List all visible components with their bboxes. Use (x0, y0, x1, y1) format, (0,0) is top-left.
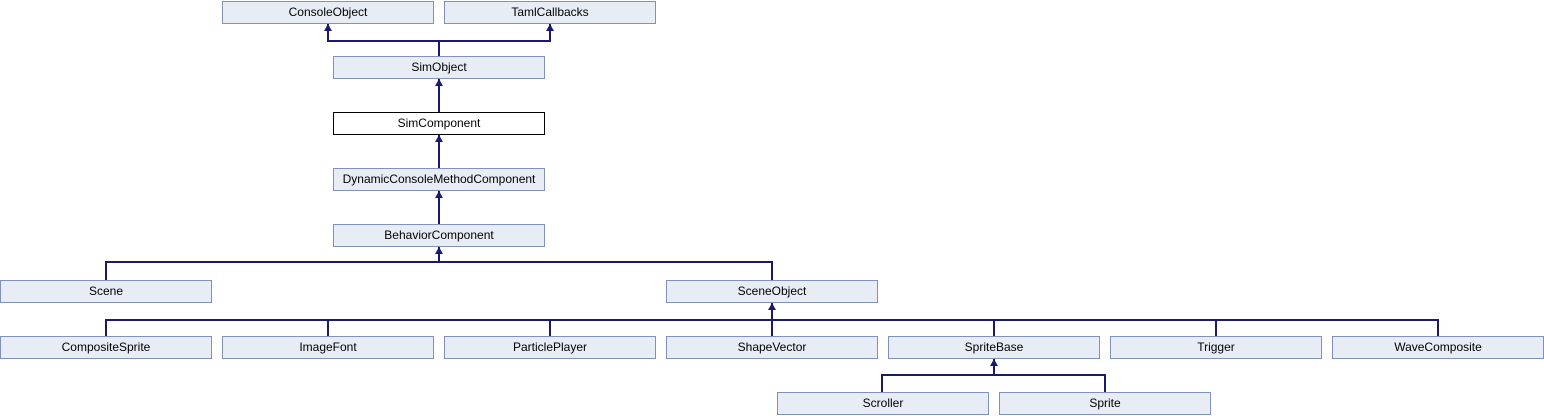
edge-trigger-riser (1215, 319, 1217, 336)
edge-sim-object-riser (438, 40, 440, 56)
node-sim-component: SimComponent (333, 112, 545, 135)
edge-sprite-base-riser (993, 319, 995, 336)
node-composite-sprite[interactable]: CompositeSprite (0, 336, 212, 359)
node-taml-callbacks[interactable]: TamlCallbacks (444, 1, 656, 24)
edge-scene-object-riser (771, 261, 773, 280)
node-sprite[interactable]: Sprite (999, 392, 1211, 415)
node-image-font[interactable]: ImageFont (222, 336, 434, 359)
edge-composite-sprite-riser (105, 319, 107, 336)
edge-sim-component-to-sim-object (438, 79, 440, 112)
edge-dcmc-to-sim-component (438, 135, 440, 168)
edge-behavior-component-stub (438, 247, 440, 263)
node-scene-object[interactable]: SceneObject (666, 280, 878, 303)
node-shape-vector[interactable]: ShapeVector (666, 336, 878, 359)
edge-wave-composite-riser (1437, 319, 1439, 336)
edge-scene-riser (105, 261, 107, 280)
node-console-object[interactable]: ConsoleObject (222, 1, 434, 24)
edge-particle-player-riser (549, 319, 551, 336)
edge-image-font-riser (327, 319, 329, 336)
edge-scene-object-stub (771, 303, 773, 321)
node-trigger[interactable]: Trigger (1110, 336, 1322, 359)
edge-console-object-stub (327, 24, 329, 42)
edge-shape-vector-riser (771, 319, 773, 336)
edge-scroller-riser (881, 374, 883, 392)
edge-behavior-component-to-dcmc (438, 191, 440, 224)
node-sprite-base[interactable]: SpriteBase (888, 336, 1100, 359)
node-particle-player[interactable]: ParticlePlayer (444, 336, 656, 359)
edge-taml-callbacks-stub (549, 24, 551, 42)
node-behavior-component[interactable]: BehaviorComponent (333, 224, 545, 247)
node-dynamic-console-method-component[interactable]: DynamicConsoleMethodComponent (333, 168, 545, 191)
node-scene[interactable]: Scene (0, 280, 212, 303)
edge-sprite-base-stub (993, 359, 995, 376)
node-wave-composite[interactable]: WaveComposite (1332, 336, 1544, 359)
edge-behavior-component-children-bus (105, 261, 773, 263)
edge-sprite-base-children-bus (881, 374, 1106, 376)
node-scroller[interactable]: Scroller (777, 392, 989, 415)
node-sim-object[interactable]: SimObject (333, 56, 545, 79)
edge-sprite-riser (1104, 374, 1106, 392)
